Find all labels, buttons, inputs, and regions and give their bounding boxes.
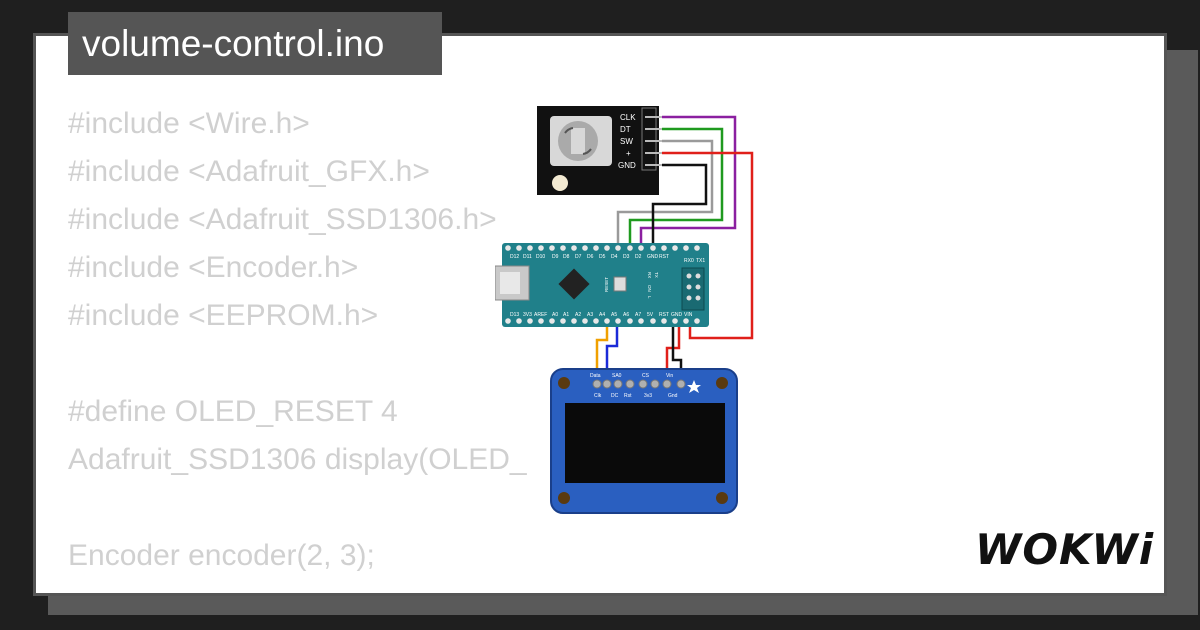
led-label: TX <box>654 272 659 278</box>
code-line: Adafruit_SSD1306 display(OLED_ <box>68 443 527 476</box>
oled-pin-label: Data <box>590 373 601 379</box>
encoder-pin-label: GND <box>618 161 636 170</box>
oled-pin-label: CS <box>642 373 650 379</box>
oled-pin-label: 3v3 <box>644 393 652 399</box>
arduino-nano: D12 D11 D10 D9 D8 D7 D6 D5 D4 D3 D2 GND … <box>495 243 709 327</box>
encoder-pin-label: CLK <box>620 113 636 122</box>
oled-pin-label: Gnd <box>668 393 678 399</box>
nano-side-label: TX1 <box>696 258 705 264</box>
encoder-pin-label: DT <box>620 125 631 134</box>
circuit-diagram: CLK DT SW + GND <box>495 106 754 514</box>
nano-pin-label: D12 <box>510 254 519 260</box>
oled-pin-label: SA0 <box>612 373 622 379</box>
led-label: L <box>647 296 652 299</box>
nano-pin-label: 3V3 <box>523 312 532 318</box>
wokwi-logo: WOKWi <box>975 525 1155 574</box>
nano-pin-label: D3 <box>623 254 630 260</box>
nano-pin-label: VIN <box>684 312 693 318</box>
nano-pin-label: A1 <box>563 312 569 318</box>
project-title: volume-control.ino <box>68 12 442 75</box>
nano-pin-label: D5 <box>599 254 606 260</box>
oled-pin-label: DC <box>611 393 619 399</box>
oled-pin-label: Rst <box>624 393 632 399</box>
nano-side-label: RX0 <box>684 258 694 264</box>
oled-pin-label: Vin <box>666 373 673 379</box>
nano-pin-label: A0 <box>552 312 558 318</box>
nano-pin-label: D6 <box>587 254 594 260</box>
code-line: #include <Adafruit_GFX.h> <box>68 155 430 188</box>
nano-pin-label: A6 <box>623 312 629 318</box>
nano-pin-label: GND <box>647 254 659 260</box>
code-line: #include <Adafruit_SSD1306.h> <box>68 203 497 236</box>
code-line <box>68 340 527 388</box>
nano-pin-label: A5 <box>611 312 617 318</box>
nano-pin-label: A7 <box>635 312 641 318</box>
encoder-pin-label: SW <box>620 137 633 146</box>
code-line: #include <EEPROM.h> <box>68 299 379 332</box>
nano-pin-label: RST <box>659 254 669 260</box>
led-label: ON <box>647 285 652 292</box>
nano-pin-label: D7 <box>575 254 582 260</box>
code-preview: #include <Wire.h> #include <Adafruit_GFX… <box>68 100 527 580</box>
oled-display: Data SA0 CS Vin Clk DC Rst 3v3 Gnd <box>550 368 738 514</box>
nano-pin-label: D4 <box>611 254 618 260</box>
oled-pin-label: Clk <box>594 393 602 399</box>
nano-pin-label: A2 <box>575 312 581 318</box>
rotary-encoder: CLK DT SW + GND <box>537 106 662 195</box>
encoder-pin-label: + <box>626 149 631 158</box>
nano-pin-label: AREF <box>534 312 547 318</box>
nano-pin-label: A4 <box>599 312 605 318</box>
nano-pin-label: D10 <box>536 254 545 260</box>
code-line <box>68 484 527 532</box>
nano-pin-label: GND <box>671 312 683 318</box>
code-line: #define OLED_RESET 4 <box>68 395 398 428</box>
wires <box>595 115 754 382</box>
nano-pin-label: D13 <box>510 312 519 318</box>
nano-pin-label: RST <box>659 312 669 318</box>
nano-pin-label: D2 <box>635 254 642 260</box>
reset-label: RESET <box>604 277 609 292</box>
nano-pin-label: 5V <box>647 312 654 318</box>
code-line: #include <Encoder.h> <box>68 251 359 284</box>
nano-pin-label: D11 <box>523 254 532 260</box>
code-line: #include <Wire.h> <box>68 107 310 140</box>
led-label: RX <box>647 272 652 278</box>
nano-pin-label: D8 <box>563 254 570 260</box>
nano-pin-label: D9 <box>552 254 559 260</box>
nano-pin-label: A3 <box>587 312 593 318</box>
code-line: Encoder encoder(2, 3); <box>68 539 375 572</box>
